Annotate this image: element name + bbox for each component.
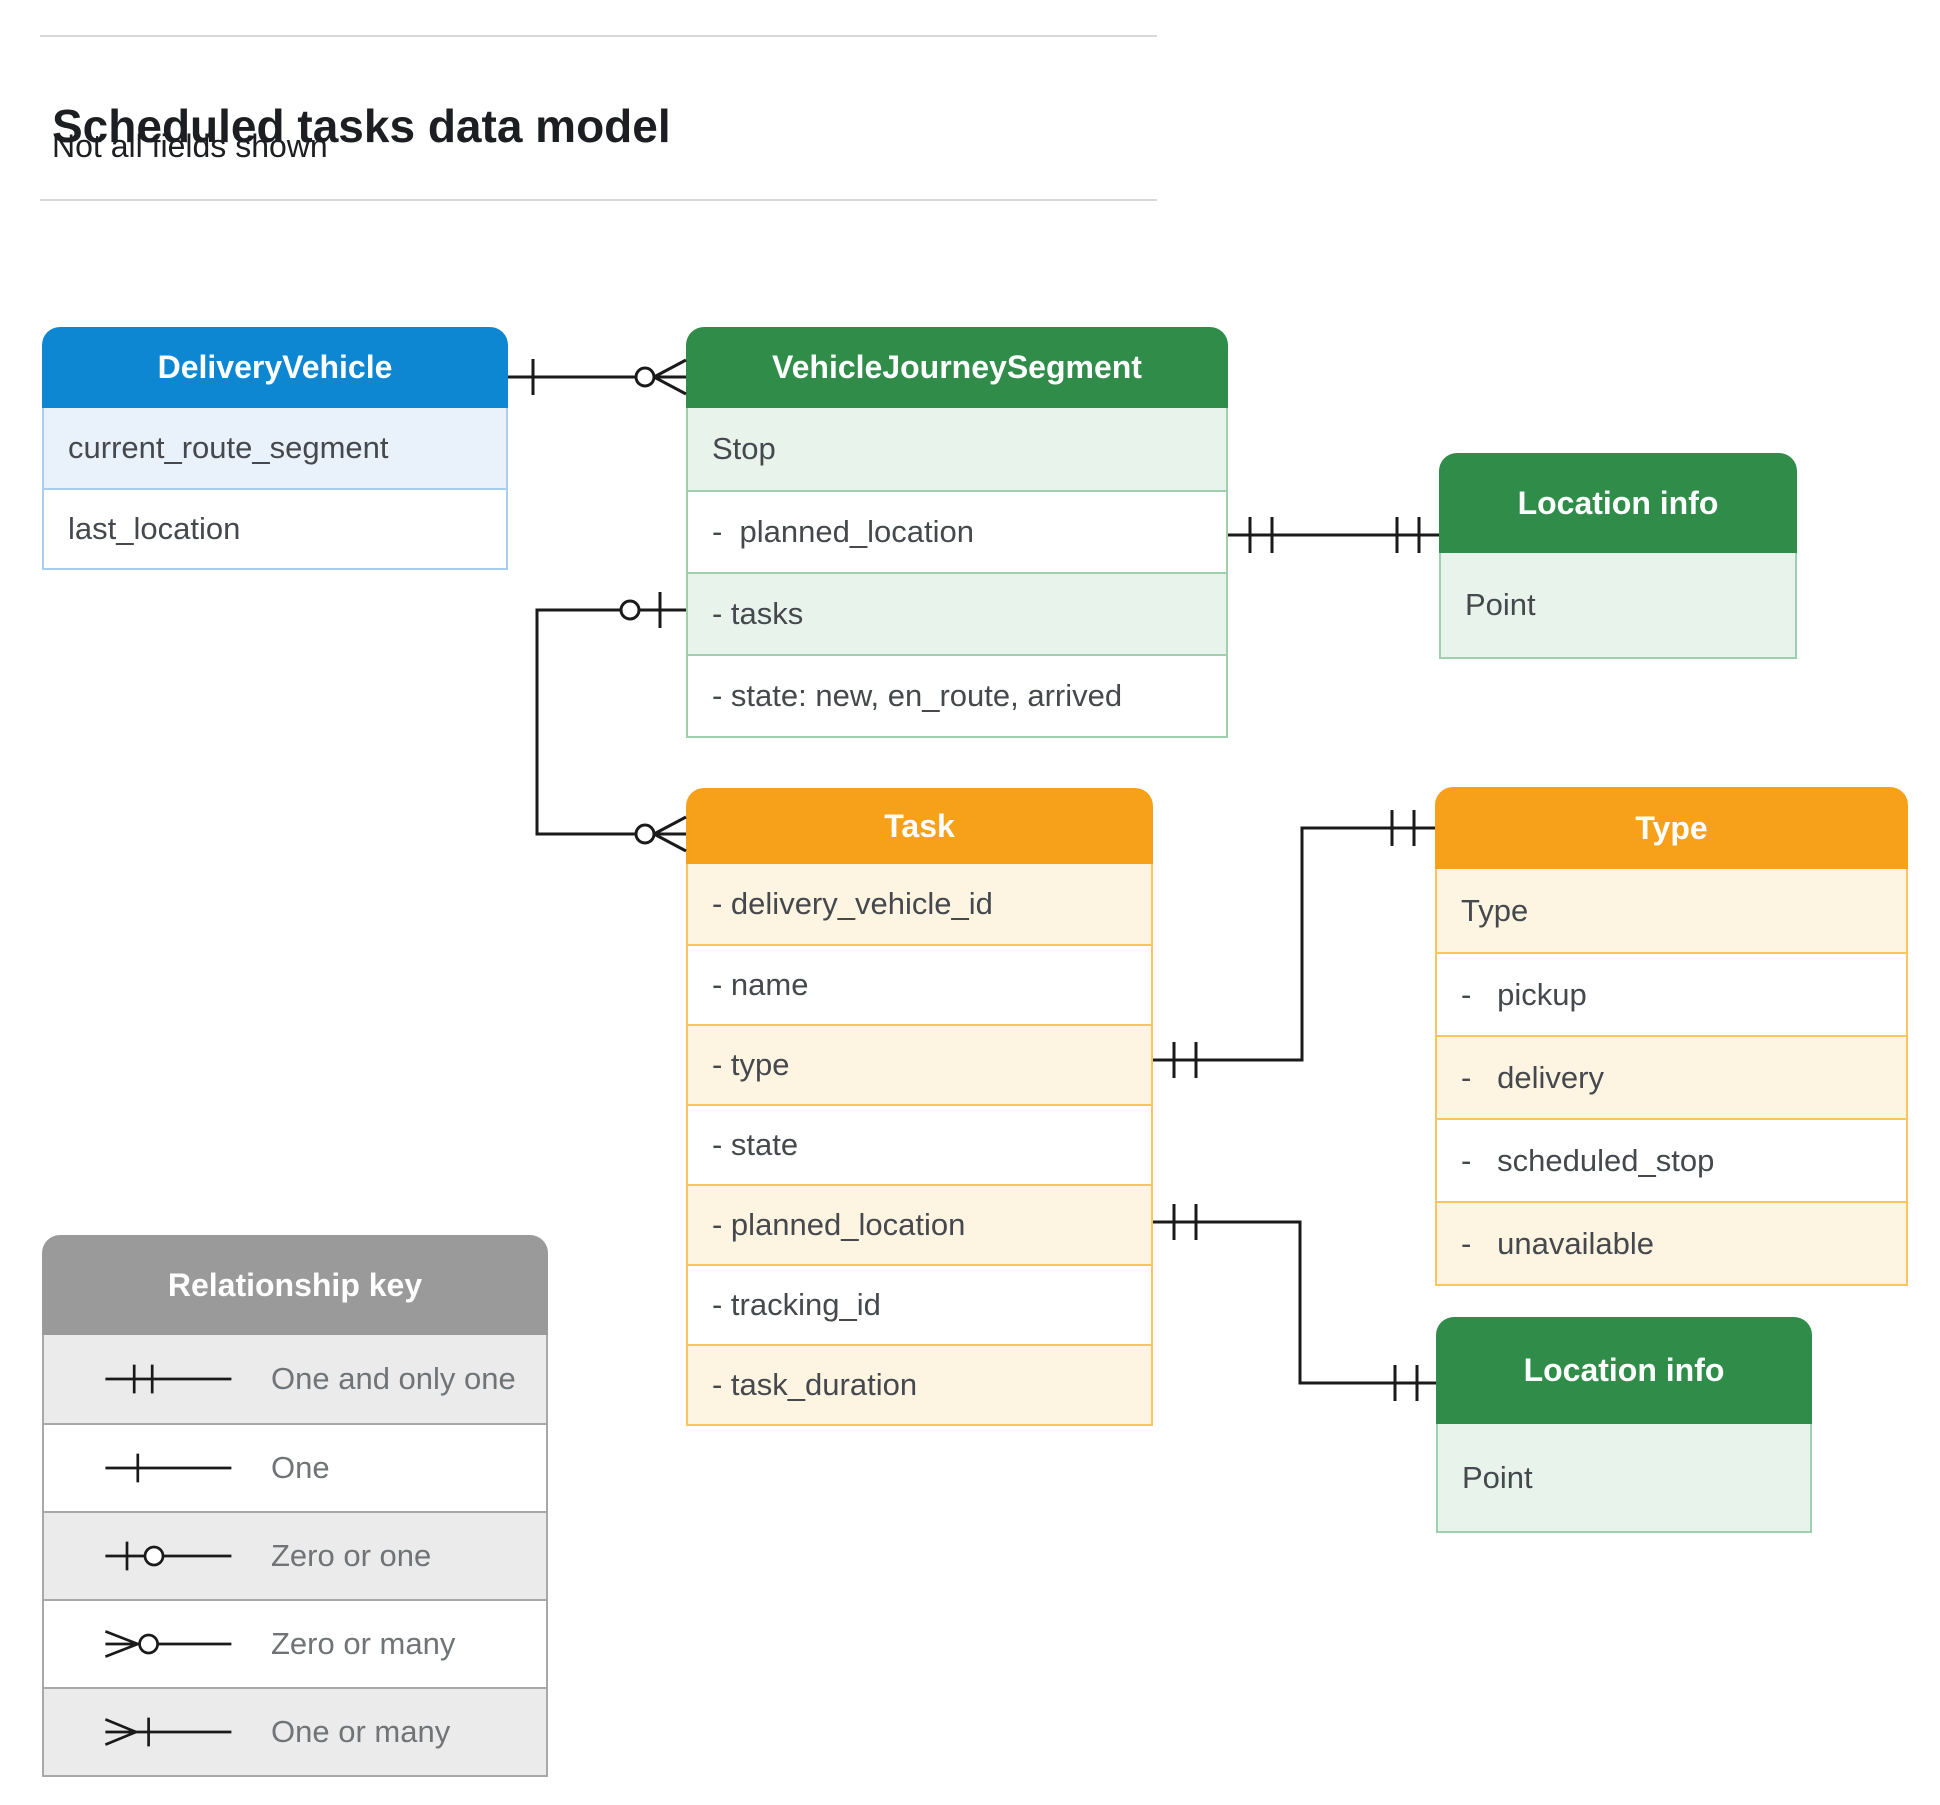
field-scheduled-stop: - scheduled_stop	[1437, 1118, 1906, 1201]
entity-task: Task - delivery_vehicle_id - name - type…	[686, 788, 1153, 1426]
field-type: - type	[688, 1024, 1151, 1104]
rel-vjs-locationinfo	[1228, 517, 1439, 553]
field-point: Point	[1441, 553, 1795, 657]
field-label: - tracking_id	[712, 1287, 881, 1322]
entity-location-info-bottom-title: Location info	[1436, 1317, 1812, 1424]
field-label: - task_duration	[712, 1367, 918, 1402]
field-label: - planned_location	[712, 514, 974, 549]
rel-task-type	[1153, 810, 1435, 1078]
rel-task-locationinfo	[1153, 1204, 1436, 1401]
page-subtitle: Not all fields shown	[52, 128, 328, 164]
field-label: - tasks	[712, 596, 804, 631]
field-delivery-vehicle-id: - delivery_vehicle_id	[688, 864, 1151, 944]
field-label: - state	[712, 1127, 799, 1162]
zero-or-one-icon	[105, 1541, 232, 1571]
key-row-one: One	[44, 1423, 546, 1511]
field-current-route-segment: current_route_segment	[44, 408, 506, 488]
field-label: current_route_segment	[68, 430, 389, 465]
key-label: Zero or many	[271, 1626, 456, 1661]
key-label: One	[271, 1450, 330, 1485]
key-row-zero-or-many: Zero or many	[44, 1599, 546, 1687]
field-label: - unavailable	[1461, 1225, 1655, 1261]
field-label: - state: new, en_route, arrived	[712, 678, 1123, 713]
field-label: Stop	[712, 431, 776, 466]
field-label: Point	[1465, 587, 1536, 622]
field-label: - pickup	[1461, 976, 1587, 1012]
field-state: - state	[688, 1104, 1151, 1184]
field-tracking-id: - tracking_id	[688, 1264, 1151, 1344]
relationship-key-title: Relationship key	[42, 1235, 548, 1335]
subtitle-divider	[40, 199, 1157, 201]
entity-location-info-top-title: Location info	[1439, 453, 1797, 553]
field-type-name: Type	[1437, 869, 1906, 952]
one-icon	[105, 1453, 232, 1483]
page-title: Scheduled tasks data model	[52, 99, 671, 152]
key-row-one-or-many: One or many	[44, 1687, 546, 1775]
field-stop: Stop	[688, 408, 1226, 490]
entity-task-title: Task	[686, 788, 1153, 864]
zero-or-many-icon	[104, 1630, 232, 1658]
field-label: - name	[712, 967, 809, 1002]
key-label: Zero or one	[271, 1538, 432, 1573]
field-unavailable: - unavailable	[1437, 1201, 1906, 1284]
field-state: - state: new, en_route, arrived	[688, 654, 1226, 736]
field-label: - scheduled_stop	[1461, 1142, 1715, 1178]
field-label: - planned_location	[712, 1207, 966, 1242]
key-row-zero-or-one: Zero or one	[44, 1511, 546, 1599]
field-label: Point	[1462, 1459, 1533, 1495]
key-label: One and only one	[271, 1361, 516, 1396]
entity-vehicle-journey-segment-title: VehicleJourneySegment	[686, 327, 1228, 408]
top-divider	[40, 35, 1157, 37]
entity-type-title: Type	[1435, 787, 1908, 869]
field-label: last_location	[68, 511, 241, 546]
field-last-location: last_location	[44, 488, 506, 568]
entity-location-info-bottom: Location info Point	[1436, 1317, 1812, 1533]
field-point: Point	[1438, 1424, 1810, 1531]
entity-delivery-vehicle: DeliveryVehicle current_route_segment la…	[42, 327, 508, 570]
rel-vjs-task	[535, 592, 687, 853]
field-name: - name	[688, 944, 1151, 1024]
relationship-key: Relationship key One and only one One Ze…	[42, 1235, 548, 1777]
field-task-duration: - task_duration	[688, 1344, 1151, 1424]
one-or-many-icon	[104, 1717, 232, 1747]
field-label: - type	[712, 1047, 790, 1082]
key-row-one-and-only-one: One and only one	[44, 1335, 546, 1423]
entity-delivery-vehicle-title: DeliveryVehicle	[42, 327, 508, 408]
key-label: One or many	[271, 1714, 451, 1749]
field-label: - delivery	[1461, 1059, 1604, 1095]
one-and-only-one-icon	[105, 1364, 232, 1394]
field-delivery: - delivery	[1437, 1035, 1906, 1118]
field-label: - delivery_vehicle_id	[712, 886, 993, 921]
field-label: Type	[1461, 892, 1529, 928]
field-pickup: - pickup	[1437, 952, 1906, 1035]
entity-type: Type Type - pickup - delivery - schedule…	[1435, 787, 1908, 1286]
field-planned-location: - planned_location	[688, 490, 1226, 572]
field-tasks: - tasks	[688, 572, 1226, 654]
entity-location-info-top: Location info Point	[1439, 453, 1797, 659]
field-planned-location: - planned_location	[688, 1184, 1151, 1264]
rel-deliveryvehicle-vjs	[508, 358, 687, 396]
entity-vehicle-journey-segment: VehicleJourneySegment Stop - planned_loc…	[686, 327, 1228, 738]
